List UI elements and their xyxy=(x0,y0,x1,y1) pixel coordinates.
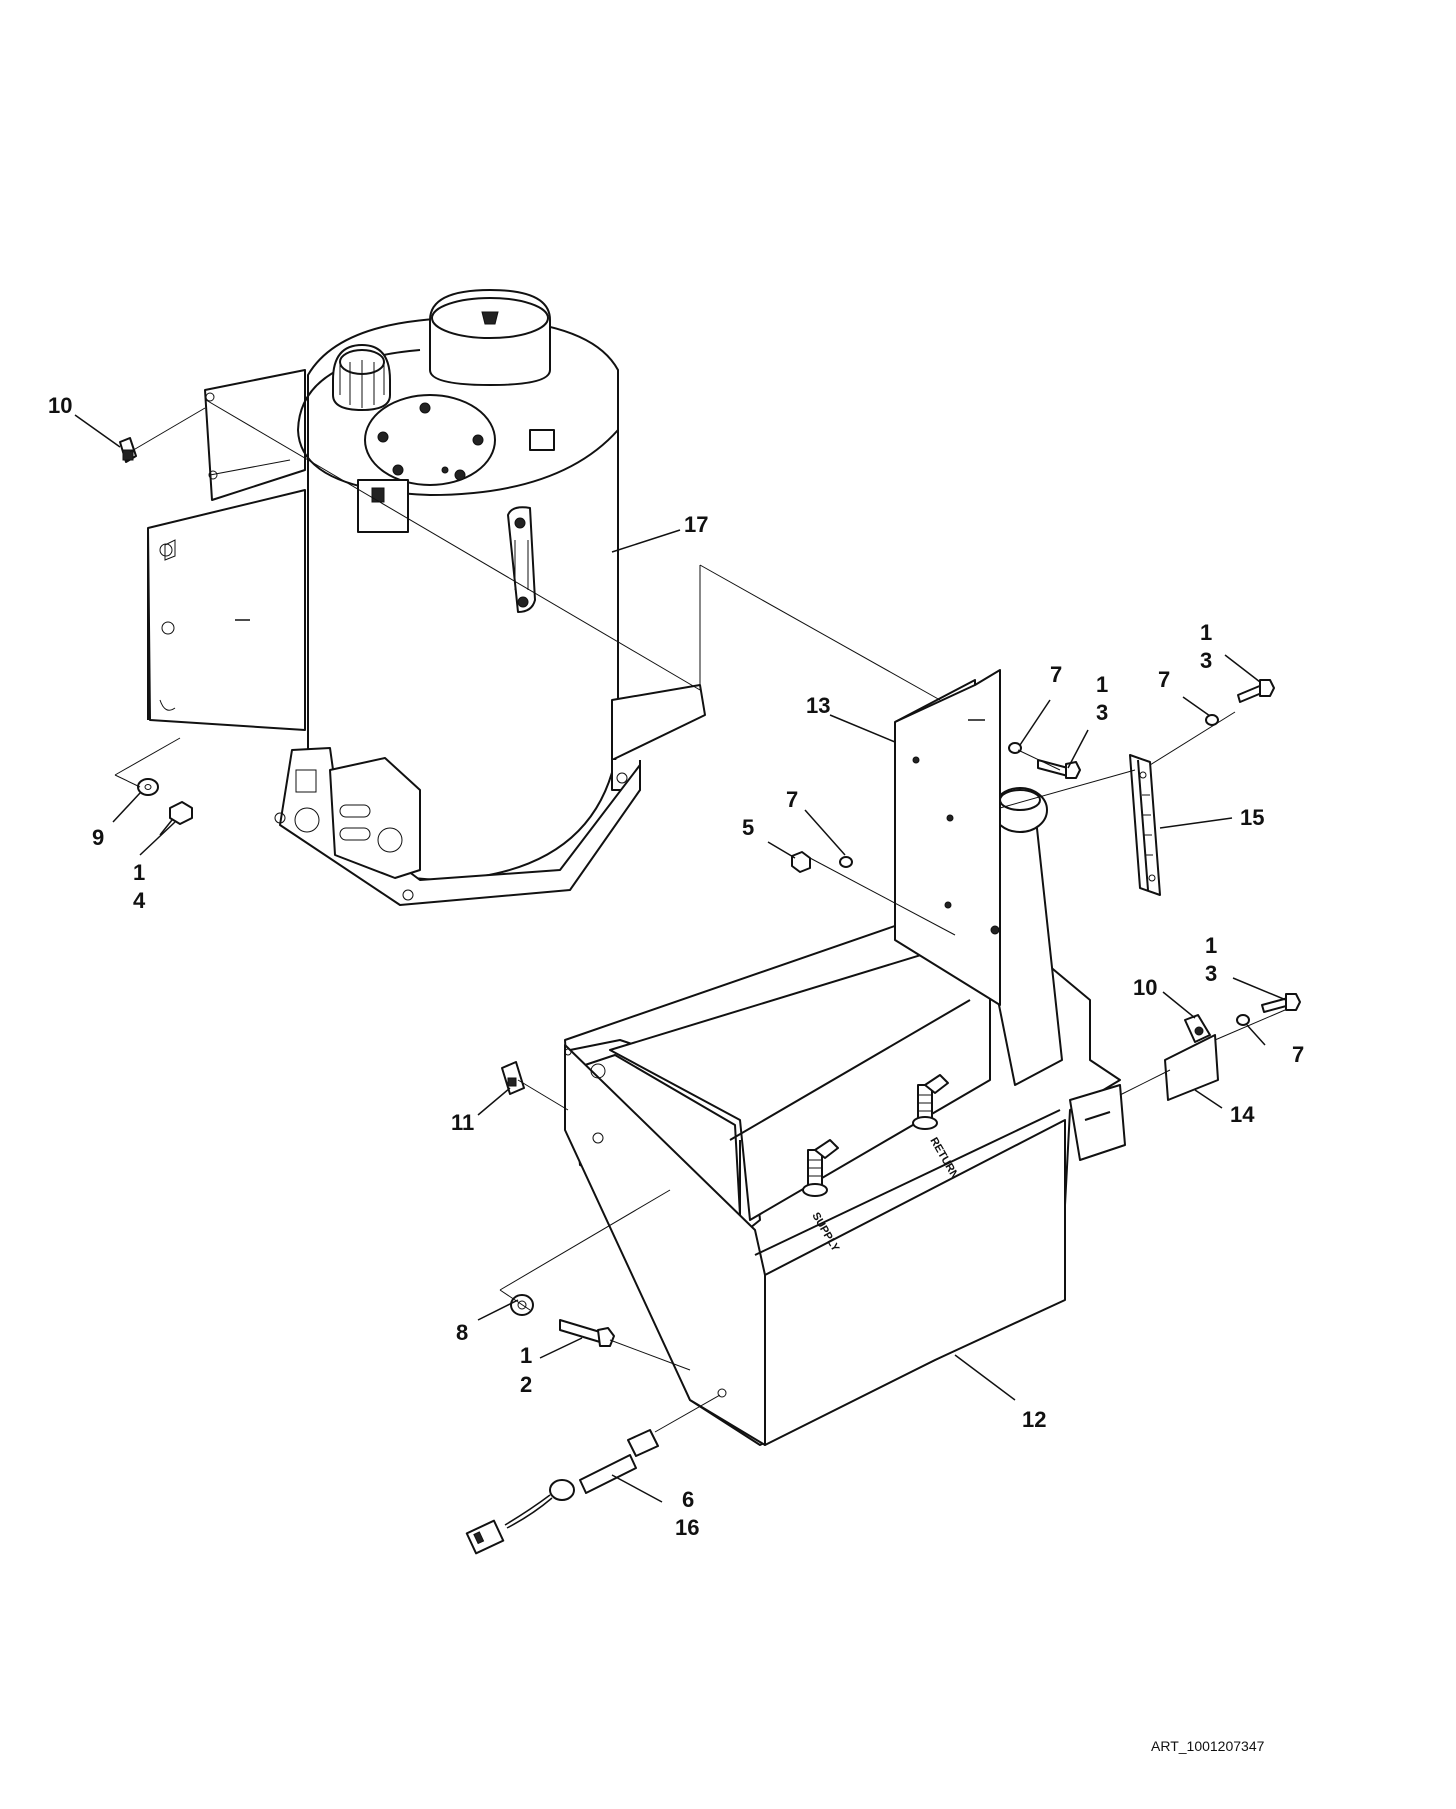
callout-14: 14 xyxy=(1230,1102,1255,1127)
callout-2: 2 xyxy=(520,1372,532,1397)
bolt-1-2 xyxy=(559,1319,615,1347)
callout-3-cover: 3 xyxy=(1205,961,1217,986)
callout-16: 16 xyxy=(675,1515,699,1540)
nut-5 xyxy=(791,851,811,873)
level-sensor-6-16 xyxy=(465,1429,659,1555)
washer-7-c xyxy=(839,856,853,868)
callout-10-lower: 10 xyxy=(1133,975,1157,1000)
callout-labels: 10 17 9 1 4 13 7 1 3 7 1 3 15 7 5 1 3 10… xyxy=(48,393,1304,1540)
callout-9: 9 xyxy=(92,825,104,850)
bolt-1-3-c xyxy=(1261,993,1301,1013)
callout-7-nut: 7 xyxy=(786,787,798,812)
washer-7-a xyxy=(1008,742,1022,754)
clip-nut-10-upper xyxy=(119,437,137,463)
hinge-15 xyxy=(1129,754,1161,896)
cover-plate-14 xyxy=(1164,1034,1219,1101)
washer-7-d xyxy=(1236,1014,1250,1026)
washer-9 xyxy=(137,778,159,796)
callout-13: 13 xyxy=(806,693,830,718)
callout-10-upper: 10 xyxy=(48,393,72,418)
callout-15: 15 xyxy=(1240,805,1264,830)
callout-1-cover: 1 xyxy=(1205,933,1217,958)
callout-12: 12 xyxy=(1022,1407,1046,1432)
lower-hydraulic-tank: SUPPLY RETURN xyxy=(564,787,1126,1446)
callout-3-hinge: 3 xyxy=(1200,648,1212,673)
bolt-1-3-a xyxy=(1037,759,1081,779)
callout-1-bolt-lower: 1 xyxy=(520,1343,532,1368)
callout-7-plate: 7 xyxy=(1050,662,1062,687)
art-reference: ART_1001207347 xyxy=(1151,1738,1265,1754)
washer-7-b xyxy=(1205,714,1219,726)
upper-hydraulic-tank xyxy=(147,289,706,906)
callout-5: 5 xyxy=(742,815,754,840)
callout-1-plate: 1 xyxy=(1096,672,1108,697)
callout-1-hinge: 1 xyxy=(1200,620,1212,645)
clip-nut-10-lower xyxy=(1184,1014,1211,1043)
assembly-lines xyxy=(114,399,1286,1433)
callout-11: 11 xyxy=(451,1110,474,1135)
callout-3-plate: 3 xyxy=(1096,700,1108,725)
mounting-plate-13 xyxy=(894,669,1001,1006)
callout-6: 6 xyxy=(682,1487,694,1512)
callout-7-hinge: 7 xyxy=(1158,667,1170,692)
callout-8: 8 xyxy=(456,1320,468,1345)
callout-17: 17 xyxy=(684,512,708,537)
callout-1-bolt-upper: 1 xyxy=(133,860,145,885)
clip-nut-11 xyxy=(501,1061,525,1095)
callout-7-cover: 7 xyxy=(1292,1042,1304,1067)
callout-leaders xyxy=(74,414,1287,1503)
bolt-1-3-b xyxy=(1237,679,1275,703)
callout-4: 4 xyxy=(133,888,146,913)
bolt-1-4 xyxy=(159,801,193,836)
